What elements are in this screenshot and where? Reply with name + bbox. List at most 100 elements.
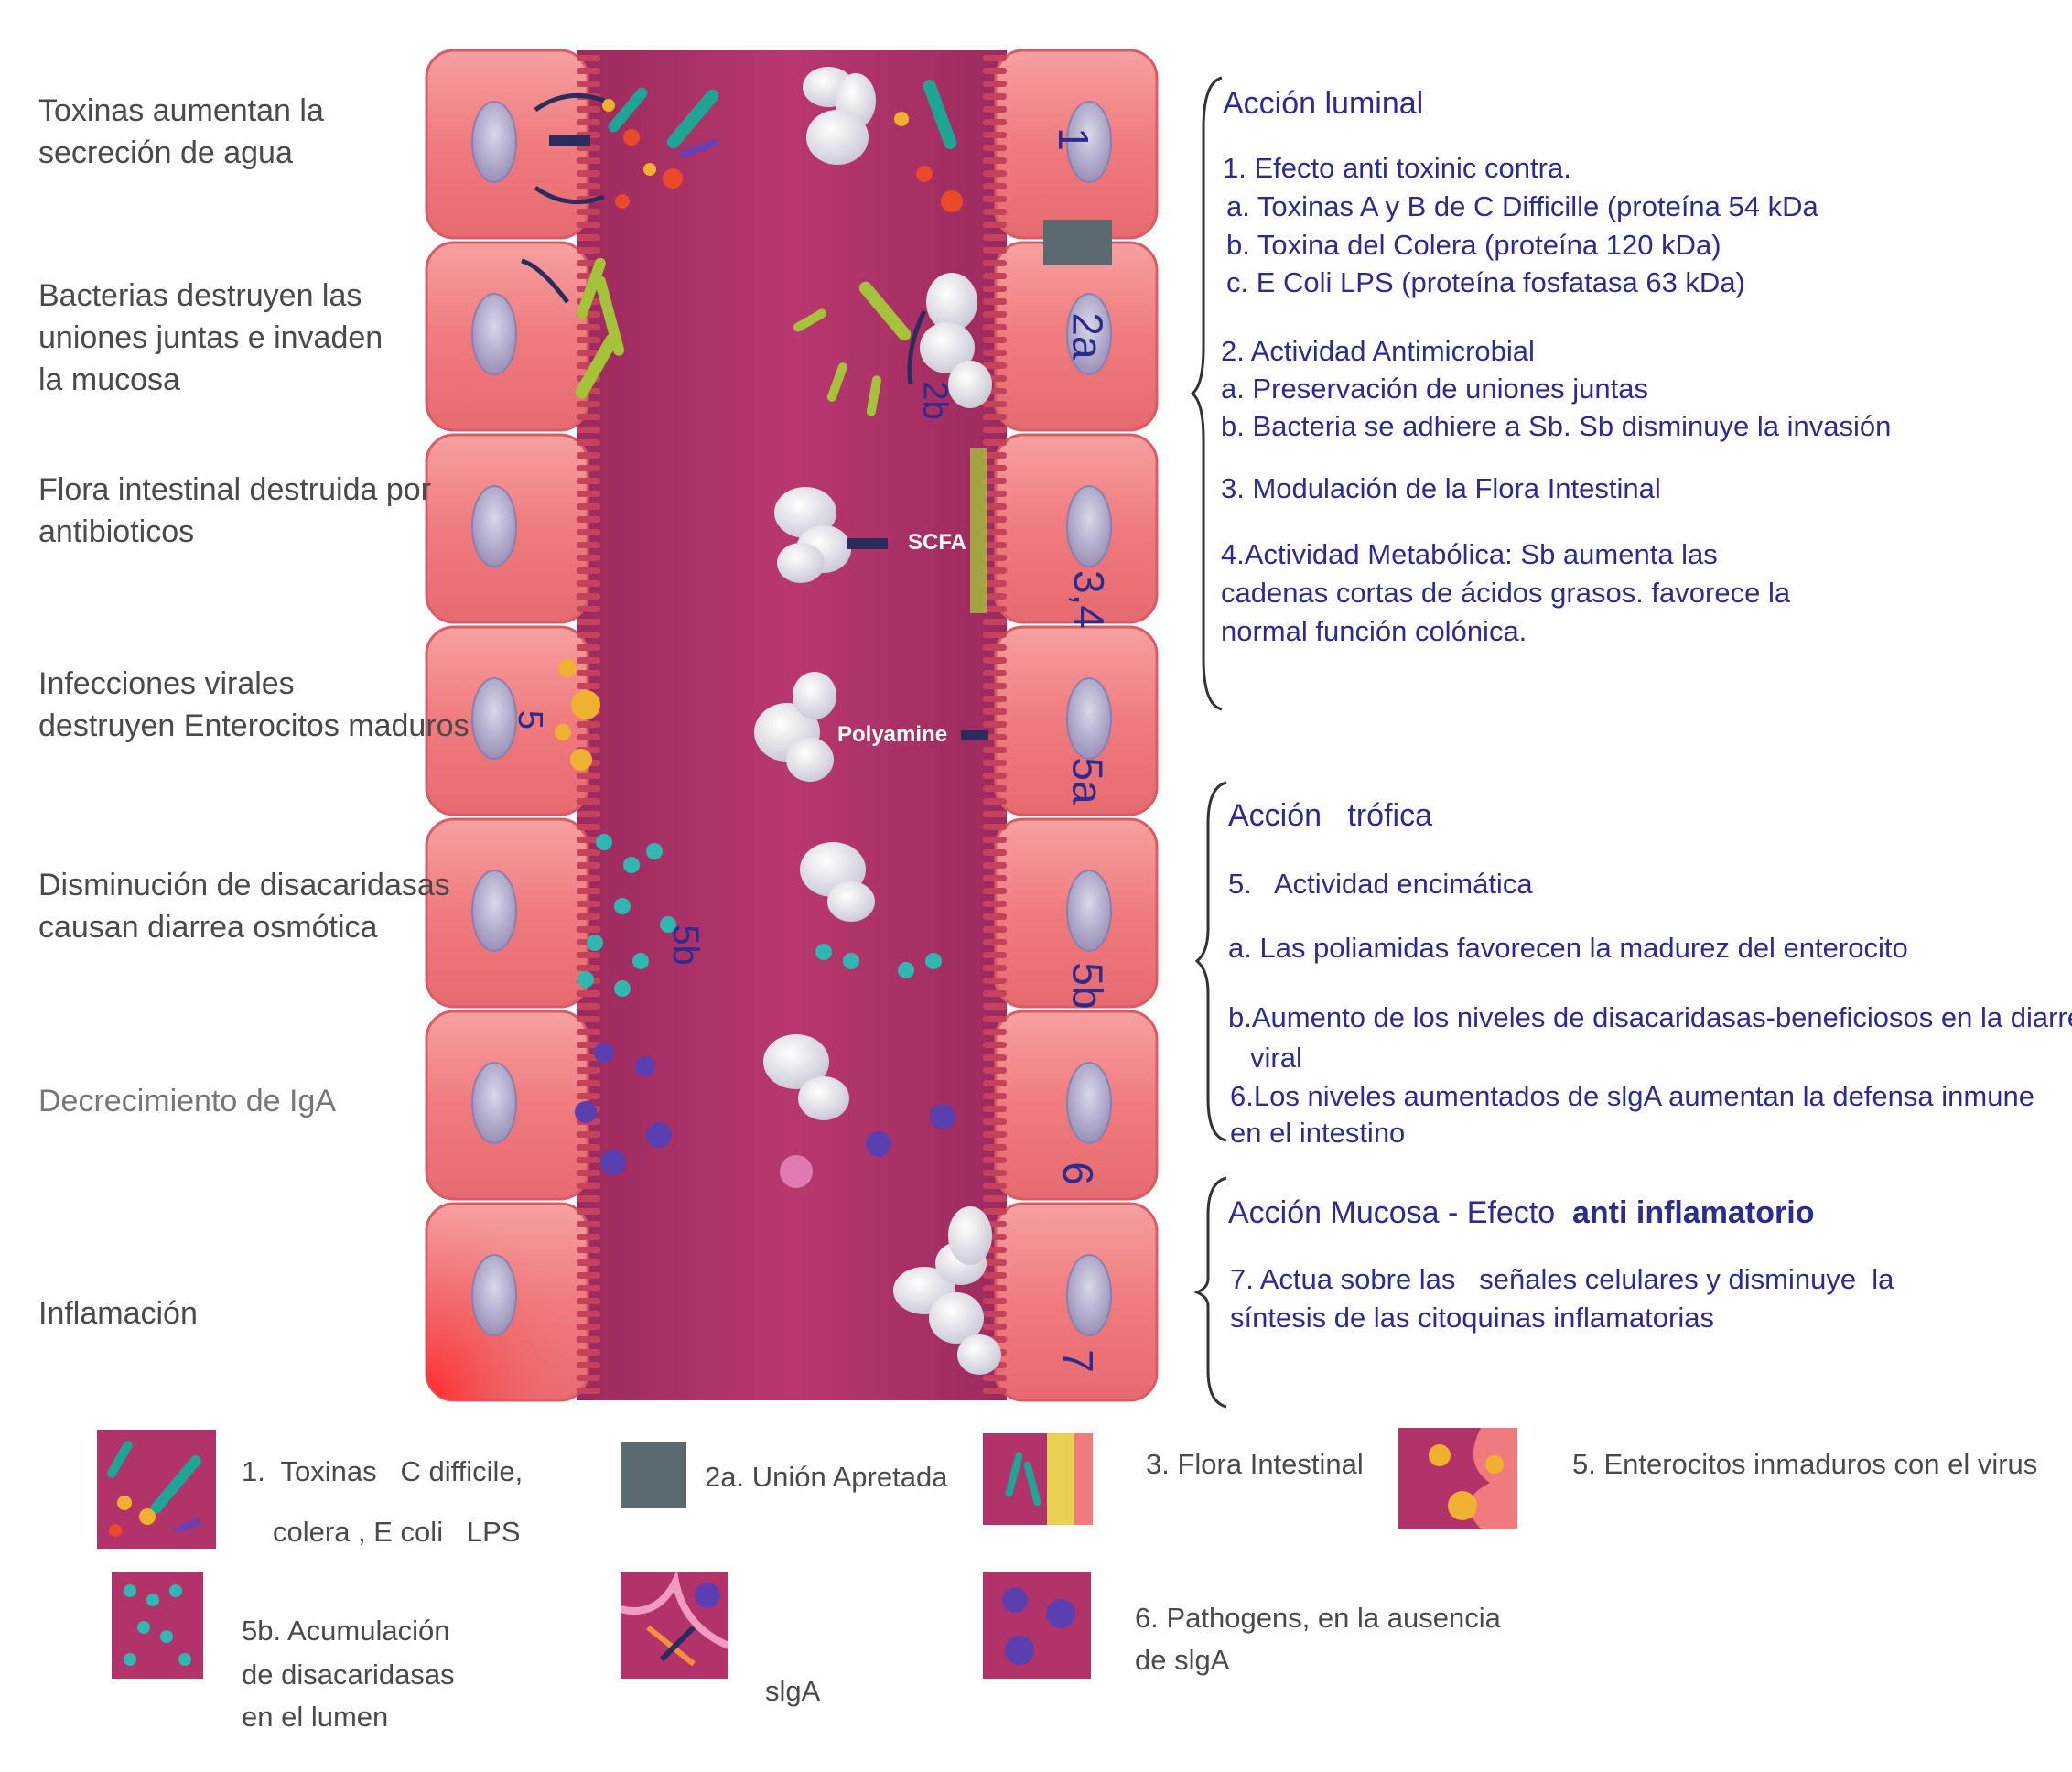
luminal-item: b. Toxina del Colera (proteína 120 kDa) (1226, 229, 1721, 262)
diagram-number-5a: 5a (1063, 757, 1113, 804)
microvillus (983, 862, 1007, 869)
label-line: Disminución de disacaridasas (38, 864, 469, 906)
microvillus (983, 708, 1007, 715)
microvillus (577, 888, 600, 894)
microvillus (577, 721, 600, 728)
left-label-inflammation: Inflamación (38, 1292, 469, 1334)
microvillus (983, 1388, 1007, 1394)
microvillus (577, 1029, 600, 1035)
legend-disaccharidases-line2: de disacaridasas (242, 1653, 455, 1697)
microvillus (983, 1183, 1007, 1189)
microvillus (577, 119, 600, 125)
label-line: Toxinas aumentan la (38, 90, 469, 132)
microvillus (577, 593, 600, 600)
trofica-item: viral (1250, 1042, 1302, 1075)
microvillus (577, 1388, 600, 1394)
microvillus (983, 683, 1007, 689)
microvillus (577, 1259, 600, 1266)
microvillus (577, 1336, 600, 1343)
microvillus (983, 965, 1007, 971)
microvillus (577, 555, 600, 561)
microvillus (983, 1054, 1007, 1061)
microvillus (983, 990, 1007, 997)
label-line: uniones juntas e invaden (38, 317, 469, 359)
microvillus (577, 965, 600, 971)
microvillus (983, 196, 1007, 202)
microvillus (577, 619, 600, 625)
left-label-toxins: Toxinas aumentan la secreción de agua (38, 90, 469, 174)
legend-pathogens-line1: 6. Pathogens, en la ausencia (1135, 1596, 1501, 1640)
microvillus (983, 1311, 1007, 1317)
legend-toxins-line2: colera , E coli LPS (273, 1510, 521, 1554)
microvillus (983, 1144, 1007, 1151)
microvillus (983, 644, 1007, 651)
label-line: Infecciones virales (38, 663, 469, 705)
microvillus (983, 1170, 1007, 1176)
microvillus (577, 222, 600, 228)
microvillus (577, 529, 600, 535)
microvillus (577, 439, 600, 446)
left-label-viral: Infecciones virales destruyen Enterocito… (38, 663, 469, 747)
microvillus (577, 1003, 600, 1010)
microvillus (983, 1080, 1007, 1086)
microvillus (983, 811, 1007, 817)
trofica-item: en el intestino (1230, 1117, 1405, 1150)
microvillus (983, 311, 1007, 318)
microvillus (983, 157, 1007, 164)
microvillus (983, 1157, 1007, 1163)
microvillus (983, 978, 1007, 984)
microvillus (577, 670, 600, 676)
microvillus (983, 696, 1007, 702)
legend-icon-tight-junction (621, 1442, 686, 1508)
microvillus (577, 606, 600, 612)
microvillus (577, 580, 600, 587)
microvillus (577, 811, 600, 817)
microvillus (577, 1285, 600, 1291)
legend-icon-virus (1398, 1428, 1517, 1529)
microvillus (983, 1003, 1007, 1010)
label-line: Bacterias destruyen las (38, 275, 469, 317)
microvillus (983, 760, 1007, 766)
luminal-item: 4.Actividad Metabólica: Sb aumenta las (1221, 538, 1718, 571)
diagram-number-1: 1 (1049, 127, 1098, 151)
microvillus (983, 93, 1007, 100)
microvillus (983, 798, 1007, 805)
microvillus (983, 55, 1007, 61)
label-line: la mucosa (38, 359, 469, 401)
luminal-item: a. Preservación de uniones juntas (1221, 373, 1648, 405)
bracket-trofica (1194, 778, 1231, 1144)
luminal-item: 2. Actividad Antimicrobial (1221, 335, 1535, 368)
label-line: antibioticos (38, 511, 469, 553)
microvillus (983, 952, 1007, 958)
microvillus (577, 952, 600, 958)
microvillus (983, 1208, 1007, 1215)
microvillus (983, 773, 1007, 779)
trofica-item: 5. Actividad encimática (1228, 868, 1533, 901)
microvillus (577, 632, 600, 638)
legend-siga: slgA (765, 1669, 820, 1713)
microvillus (577, 824, 600, 830)
microvillus (577, 683, 600, 689)
microvillus (577, 1311, 600, 1317)
microvillus (983, 337, 1007, 343)
diagram-number-5: 5 (510, 710, 549, 729)
diagram-number-6: 6 (1053, 1162, 1103, 1185)
microvillus (577, 785, 600, 792)
microvillus (577, 1234, 600, 1240)
legend-pathogens-line2: de slgA (1135, 1638, 1229, 1682)
bracket-mucosa (1194, 1173, 1231, 1411)
microvillus (983, 1285, 1007, 1291)
microvillus (983, 1118, 1007, 1125)
microvillus (577, 849, 600, 856)
microvillus (983, 837, 1007, 843)
trofica-title: Acción trófica (1228, 798, 1432, 834)
microvillus (983, 362, 1007, 369)
microvillus (983, 439, 1007, 446)
microvillus (577, 157, 600, 164)
microvillus (983, 183, 1007, 189)
left-label-flora: Flora intestinal destruida por antibioti… (38, 469, 469, 553)
mucosa-title: Acción Mucosa - Efecto (1228, 1195, 1555, 1231)
microvillus (577, 990, 600, 997)
luminal-item: a. Toxinas A y B de C Difficille (proteí… (1226, 190, 1818, 223)
microvillus (577, 337, 600, 343)
